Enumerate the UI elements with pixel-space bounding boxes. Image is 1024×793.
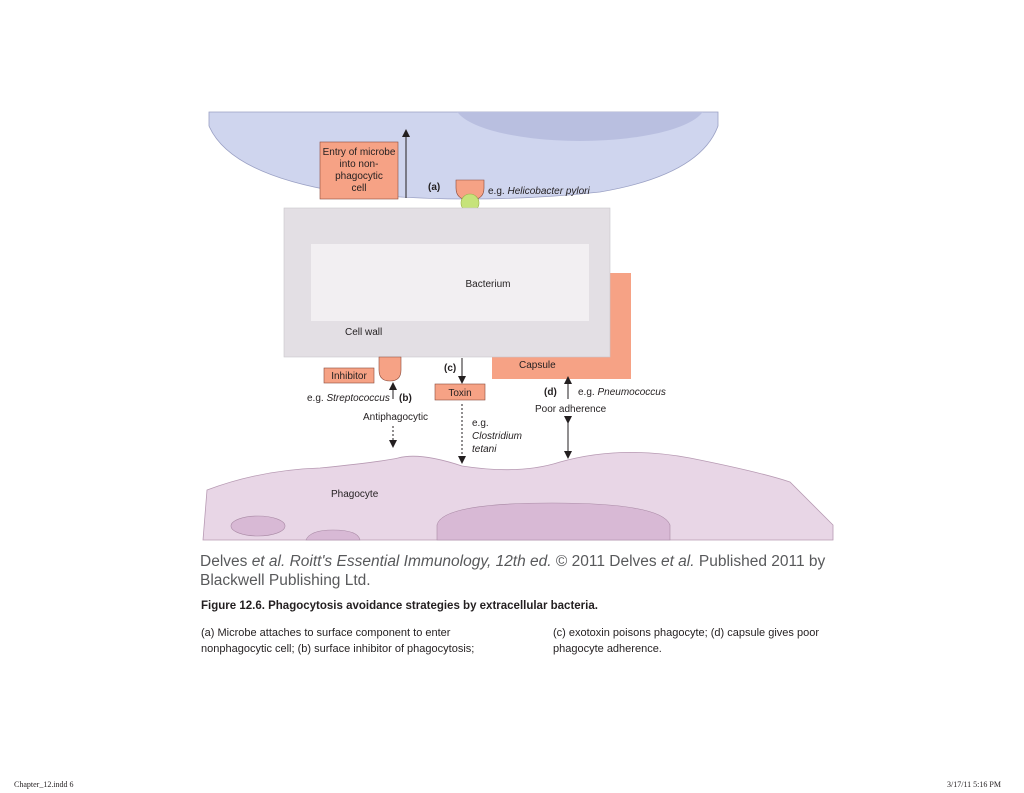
credit-text: Published 2011 by Blackwell Publishing L… xyxy=(200,553,826,589)
bacterium-label: Bacterium xyxy=(465,279,510,290)
publisher-credit: Delves et al. Roitt's Essential Immunolo… xyxy=(200,552,840,590)
phagocyte-nucleus xyxy=(436,502,671,541)
entry-label-line: into non- xyxy=(340,159,379,170)
footer-filename: Chapter_12.indd 6 xyxy=(14,780,74,789)
cell-wall-label: Cell wall xyxy=(345,327,382,338)
example-c-species: tetani xyxy=(472,444,497,455)
entry-label-line: Entry of microbe xyxy=(323,147,396,158)
entry-label-line: phagocytic xyxy=(335,171,383,182)
host-cell xyxy=(208,111,719,200)
capsule-label: Capsule xyxy=(519,360,556,371)
footer-timestamp: 3/17/11 5:16 PM xyxy=(947,780,1001,789)
bacterium xyxy=(283,207,611,358)
phagocyte-organelle xyxy=(305,529,361,541)
inhibitor-label: Inhibitor xyxy=(331,371,367,382)
figure-title: Figure 12.6. Phagocytosis avoidance stra… xyxy=(201,600,598,612)
phagocyte-label: Phagocyte xyxy=(331,489,379,500)
example-d: e.g. Pneumococcus xyxy=(578,387,666,398)
example-b: e.g. Streptococcus xyxy=(307,393,390,404)
example-a: e.g. Helicobacter pylori xyxy=(488,186,591,197)
host-nucleus xyxy=(455,112,705,141)
antiphagocytic-label: Antiphagocytic xyxy=(363,412,428,423)
example-c-genus: Clostridium xyxy=(472,431,522,442)
phagocyte xyxy=(202,451,834,541)
credit-text: Delves xyxy=(200,553,252,570)
marker-c: (c) xyxy=(444,363,456,374)
entry-label-line: cell xyxy=(351,183,366,194)
figure-description-right: (c) exotoxin poisons phagocyte; (d) caps… xyxy=(553,627,819,655)
marker-b: (b) xyxy=(399,393,412,404)
marker-a: (a) xyxy=(428,182,440,193)
surface-inhibitor-cup xyxy=(378,356,402,382)
credit-text: et al. xyxy=(660,553,695,570)
marker-d: (d) xyxy=(544,387,557,398)
credit-text: © 2011 Delves xyxy=(551,553,661,570)
figure-description-left: (a) Microbe attaches to surface componen… xyxy=(201,627,475,655)
credit-text: et al. Roitt's Essential Immunology, 12t… xyxy=(251,553,552,570)
toxin-box xyxy=(434,383,486,401)
toxin-label: Toxin xyxy=(448,388,471,399)
phagocyte-organelle xyxy=(230,515,286,537)
entry-box: Entry of microbe into non- phagocytic ce… xyxy=(319,141,399,200)
inhibitor-box xyxy=(323,367,375,384)
poor-adherence-label: Poor adherence xyxy=(535,404,607,415)
example-c-prefix: e.g. xyxy=(472,418,489,429)
